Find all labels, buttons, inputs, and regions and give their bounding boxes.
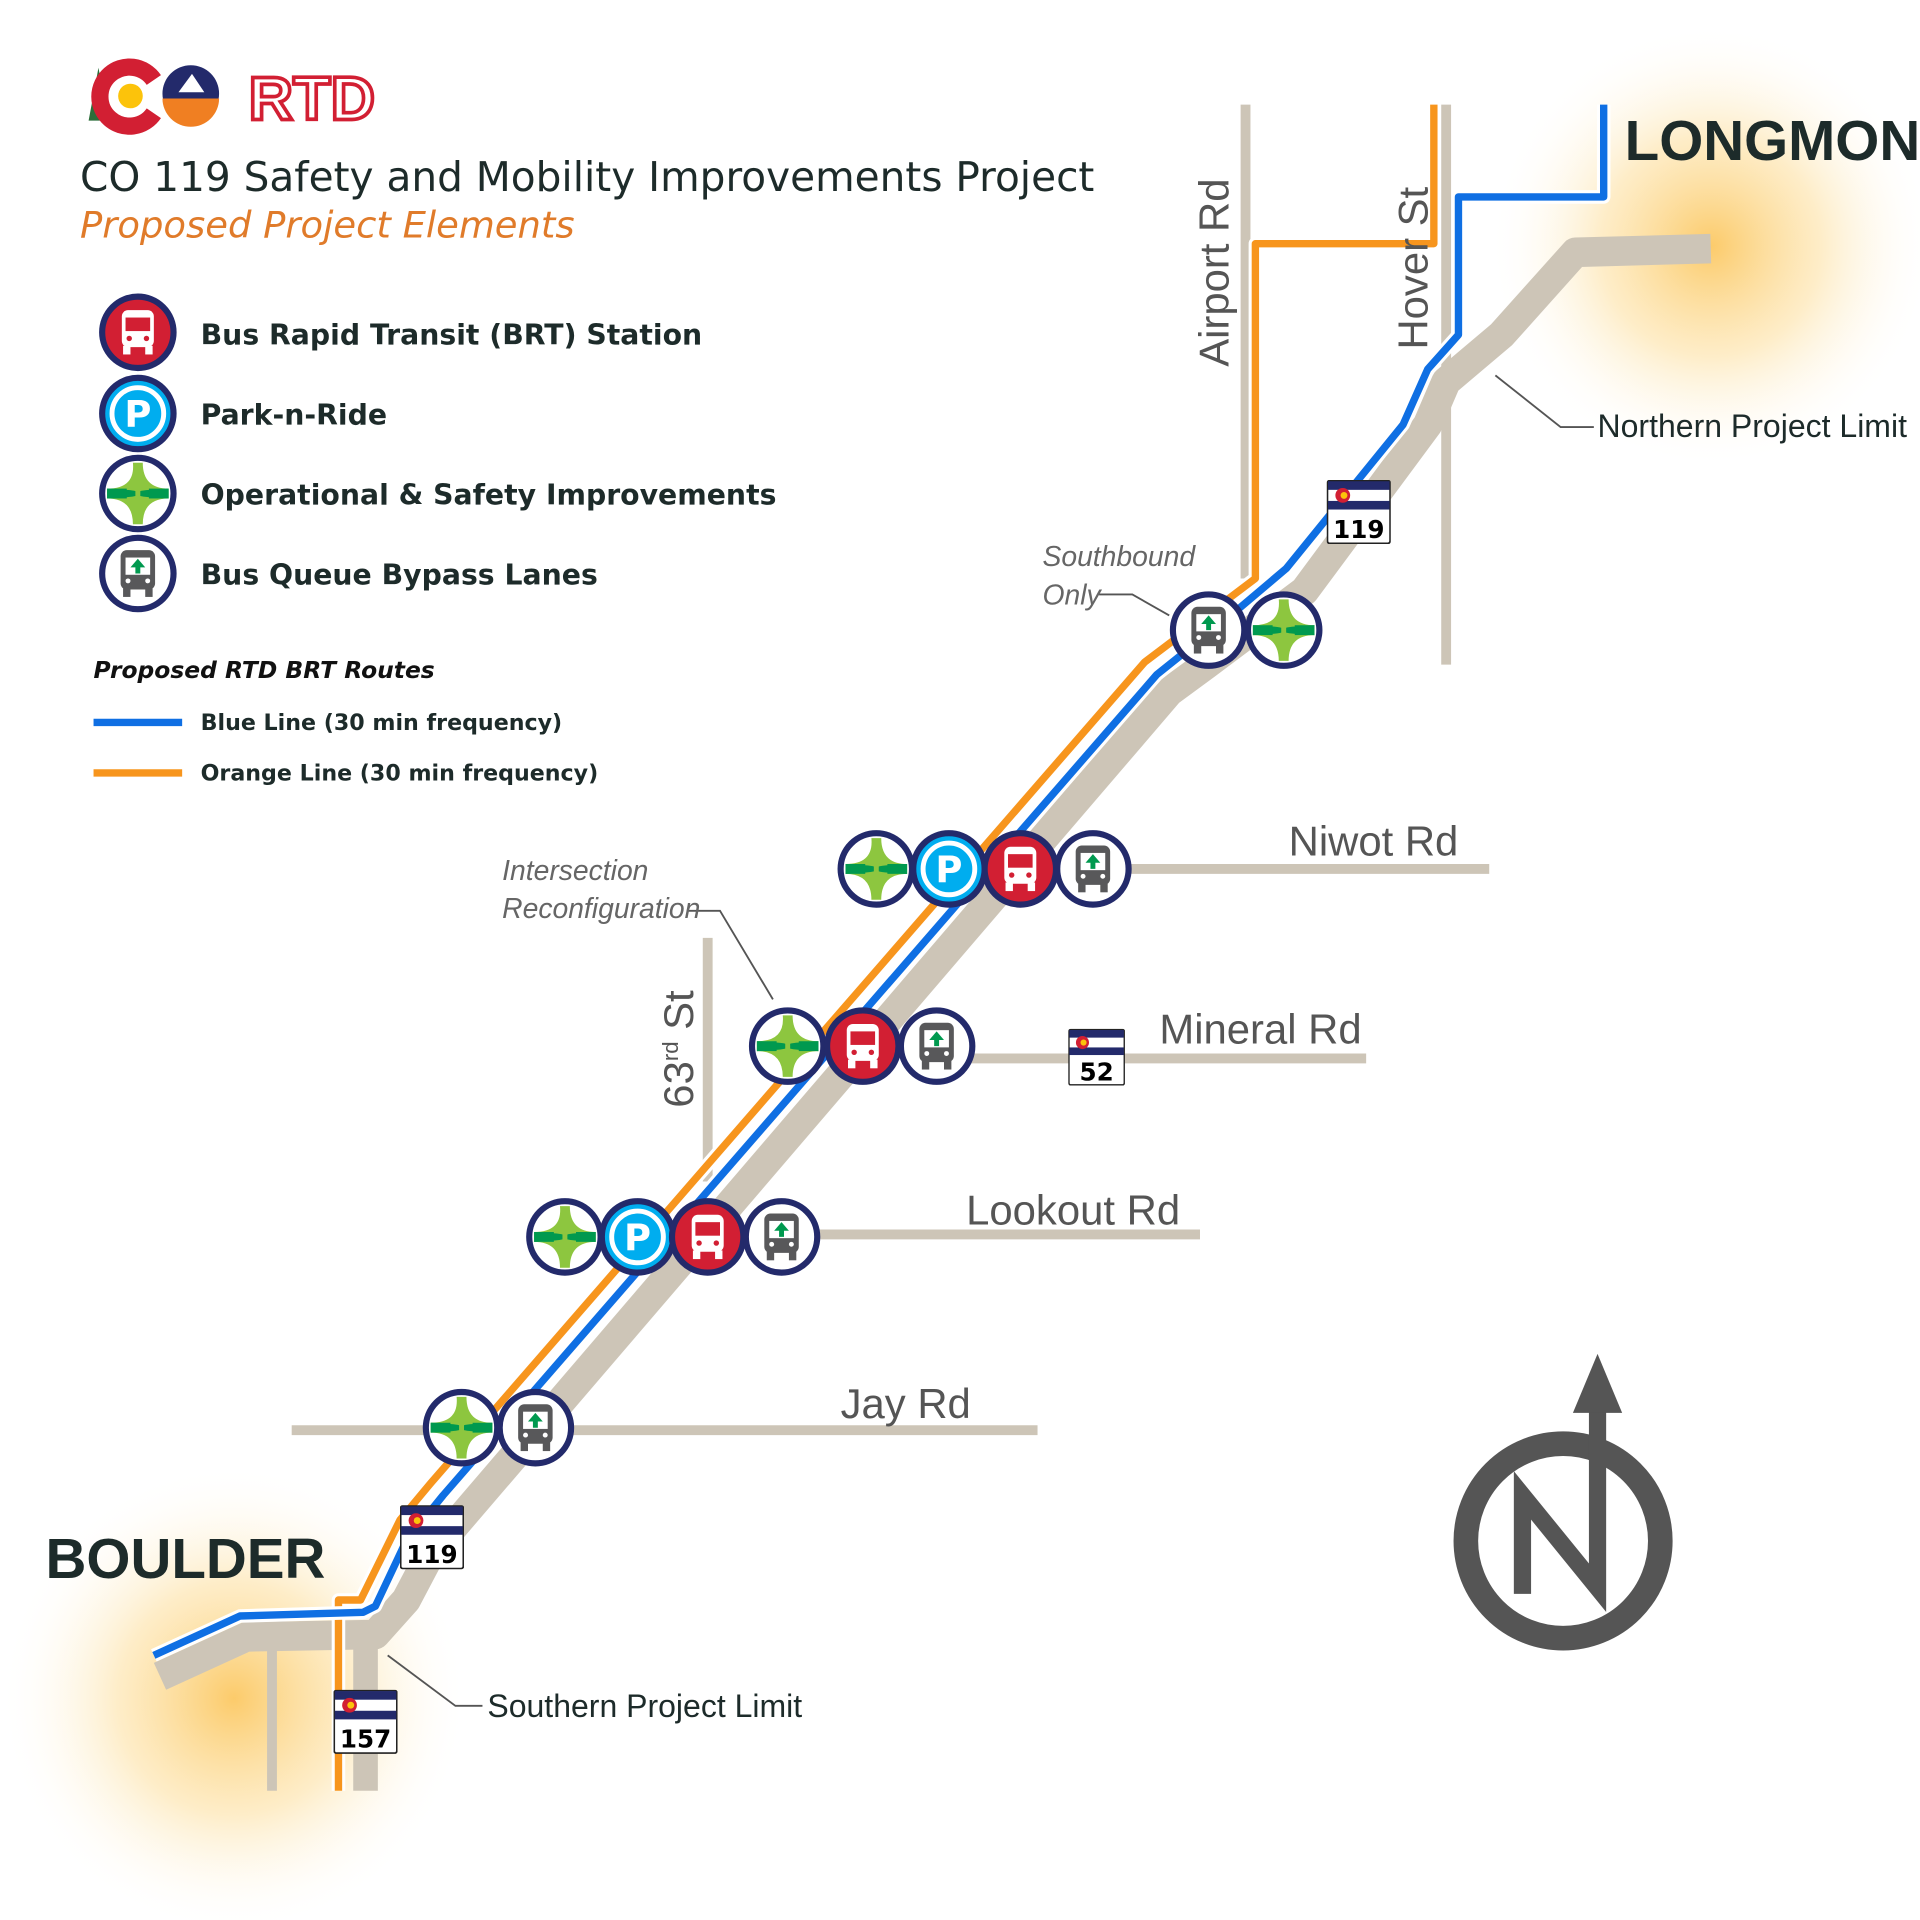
legend-label-brt: Bus Rapid Transit (BRT) Station xyxy=(201,319,703,352)
legend-blue-line: Blue Line (30 min frequency) xyxy=(201,710,563,736)
operational-safety-icon[interactable] xyxy=(1248,594,1319,665)
bus-queue-bypass-icon[interactable] xyxy=(746,1201,817,1272)
brt-station-icon[interactable] xyxy=(985,833,1056,904)
icons-mineral xyxy=(752,1010,972,1081)
park-n-ride-icon[interactable] xyxy=(602,1201,673,1272)
label-niwot-rd: Niwot Rd xyxy=(1289,817,1459,864)
bus-queue-bypass-icon[interactable] xyxy=(901,1010,972,1081)
legend-label-ops: Operational & Safety Improvements xyxy=(201,479,777,512)
brt-station-icon[interactable] xyxy=(672,1201,743,1272)
note-only: Only xyxy=(1042,578,1102,610)
shield-co-119-south: 119 xyxy=(400,1505,464,1570)
bus-queue-bypass-icon[interactable] xyxy=(1173,594,1244,665)
north-arrow-icon xyxy=(1453,1353,1673,1651)
co-119-highway xyxy=(153,233,1712,1690)
label-lookout-rd: Lookout Rd xyxy=(966,1187,1180,1234)
operational-safety-icon xyxy=(102,458,173,529)
shield-number: 119 xyxy=(1333,515,1384,544)
shield-co-52: 52 xyxy=(1068,1028,1125,1087)
page-title: CO 119 Safety and Mobility Improvements … xyxy=(80,153,1094,201)
bus-queue-bypass-icon[interactable] xyxy=(1057,833,1128,904)
note-southbound: Southbound xyxy=(1042,540,1196,572)
legend-orange-line: Orange Line (30 min frequency) xyxy=(201,760,599,786)
note-reconfiguration: Reconfiguration xyxy=(502,892,700,924)
page-subtitle: Proposed Project Elements xyxy=(80,204,575,247)
legend: Bus Rapid Transit (BRT) Station Park-n-R… xyxy=(94,297,777,786)
operational-safety-icon[interactable] xyxy=(426,1392,497,1463)
bus-queue-bypass-icon[interactable] xyxy=(500,1392,571,1463)
leader-lines xyxy=(387,374,1594,1707)
shield-co-157: 157 xyxy=(333,1689,398,1754)
svg-text:RTD: RTD xyxy=(249,64,375,133)
city-boulder: BOULDER xyxy=(46,1527,326,1590)
park-n-ride-icon xyxy=(102,378,173,449)
legend-label-pnr: Park-n-Ride xyxy=(201,399,387,432)
city-longmont: LONGMONT xyxy=(1625,109,1920,172)
rtd-logo: RTD xyxy=(247,63,377,136)
operational-safety-icon[interactable] xyxy=(752,1010,823,1081)
label-jay-rd: Jay Rd xyxy=(841,1380,971,1427)
boulder-glow xyxy=(0,1464,468,1920)
colorado-logo xyxy=(88,58,161,135)
park-n-ride-icon[interactable] xyxy=(913,833,984,904)
logos: RTD xyxy=(88,58,377,136)
label-63rd-st: 63rd St xyxy=(655,990,702,1108)
orange-line-route xyxy=(334,104,1438,1791)
cdot-logo xyxy=(162,65,220,127)
brt-station-icon[interactable] xyxy=(827,1010,898,1081)
label-mineral-rd: Mineral Rd xyxy=(1159,1006,1361,1053)
bus-queue-bypass-icon xyxy=(102,538,173,609)
shield-number: 52 xyxy=(1079,1058,1113,1087)
legend-label-bypass: Bus Queue Bypass Lanes xyxy=(201,559,598,592)
note-intersection: Intersection xyxy=(502,854,648,886)
routes-heading: Proposed RTD BRT Routes xyxy=(94,656,435,684)
shield-co-119-north: 119 xyxy=(1326,480,1391,544)
operational-safety-icon[interactable] xyxy=(841,833,912,904)
northern-project-limit: Northern Project Limit xyxy=(1598,408,1908,444)
label-hover-st: Hover St xyxy=(1390,186,1437,349)
brt-station-icon xyxy=(102,297,173,368)
shield-number: 119 xyxy=(406,1540,457,1569)
southern-project-limit: Southern Project Limit xyxy=(487,1688,802,1724)
label-airport-rd: Airport Rd xyxy=(1190,178,1237,366)
shield-number: 157 xyxy=(340,1725,391,1754)
operational-safety-icon[interactable] xyxy=(529,1201,600,1272)
